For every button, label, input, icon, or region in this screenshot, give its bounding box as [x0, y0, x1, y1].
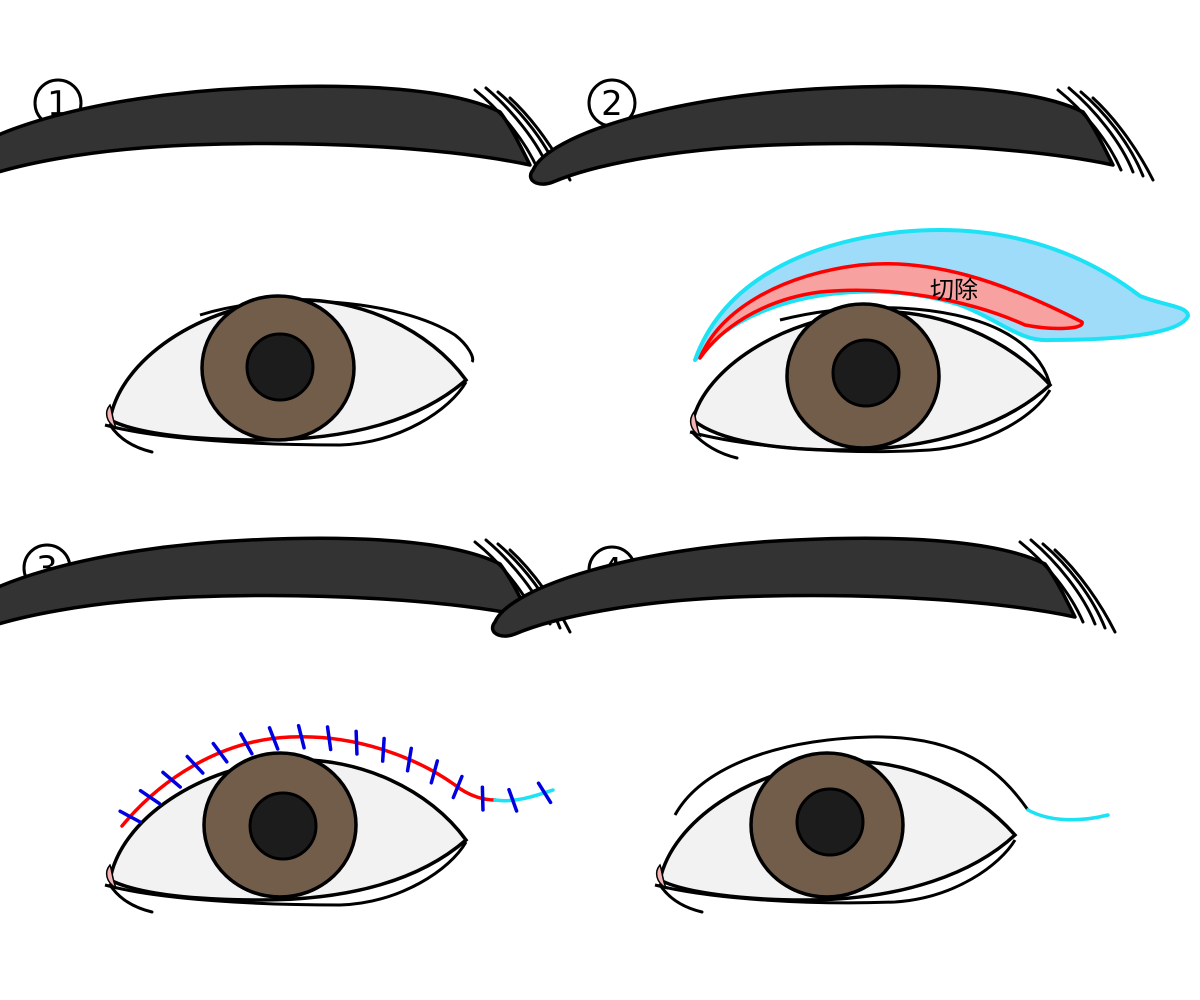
- step-1-eye: [104, 294, 475, 454]
- suture-mark: [429, 759, 440, 785]
- pupil: [248, 791, 318, 861]
- pupil: [831, 338, 901, 408]
- pupil: [245, 332, 315, 402]
- suture-mark: [267, 726, 280, 751]
- suture-mark: [536, 781, 553, 805]
- lower-lid-line: [654, 839, 1017, 905]
- step-1-panel: 1: [0, 78, 572, 454]
- scar-extension-line: [493, 788, 555, 803]
- inner-corner-line: [658, 883, 704, 914]
- suture-mark: [118, 809, 142, 824]
- inner-corner-caruncle: [689, 410, 702, 438]
- suture-mark: [507, 787, 519, 813]
- suture-mark: [296, 724, 306, 750]
- suture-mark: [354, 729, 359, 756]
- excision-label: 切除: [930, 276, 978, 304]
- step-2-number: 2: [601, 84, 623, 124]
- step-3-eye: [104, 724, 555, 914]
- suture-mark: [211, 741, 229, 764]
- suture-mark: [239, 732, 254, 756]
- step-1-eyebrow: [0, 84, 572, 186]
- suture-mark: [380, 736, 386, 763]
- inner-corner-caruncle: [655, 863, 668, 890]
- incision-line: [120, 735, 497, 828]
- suture-marks: [118, 724, 553, 824]
- suture-mark: [325, 725, 333, 752]
- suture-mark: [451, 774, 464, 800]
- step-4-eye: [654, 735, 1110, 914]
- suture-mark: [161, 770, 182, 789]
- lower-lid-line: [104, 841, 468, 907]
- lower-lid-line: [104, 381, 468, 447]
- pupil: [795, 787, 865, 857]
- step-3-eyebrow: [0, 536, 572, 638]
- inner-corner-line: [690, 430, 739, 460]
- inner-corner-caruncle: [105, 863, 118, 890]
- healed-scar-line: [1026, 808, 1110, 822]
- step-3-panel: 3: [0, 536, 572, 914]
- suture-mark: [185, 754, 205, 775]
- inner-corner-line: [108, 423, 154, 454]
- step-4-panel: 4: [490, 536, 1117, 914]
- inner-corner-caruncle: [105, 403, 118, 430]
- suture-mark: [405, 746, 414, 773]
- step-4-eyebrow: [490, 536, 1117, 638]
- lower-lid-line: [689, 389, 1052, 454]
- inner-corner-line: [108, 883, 154, 914]
- suture-mark: [480, 785, 485, 812]
- step-2-panel: 2 切除: [528, 78, 1190, 460]
- excision-area: [698, 261, 1084, 360]
- step-2-eye: 切除: [689, 228, 1190, 460]
- suture-mark: [138, 788, 162, 806]
- eye-upper-crease: [673, 735, 1030, 816]
